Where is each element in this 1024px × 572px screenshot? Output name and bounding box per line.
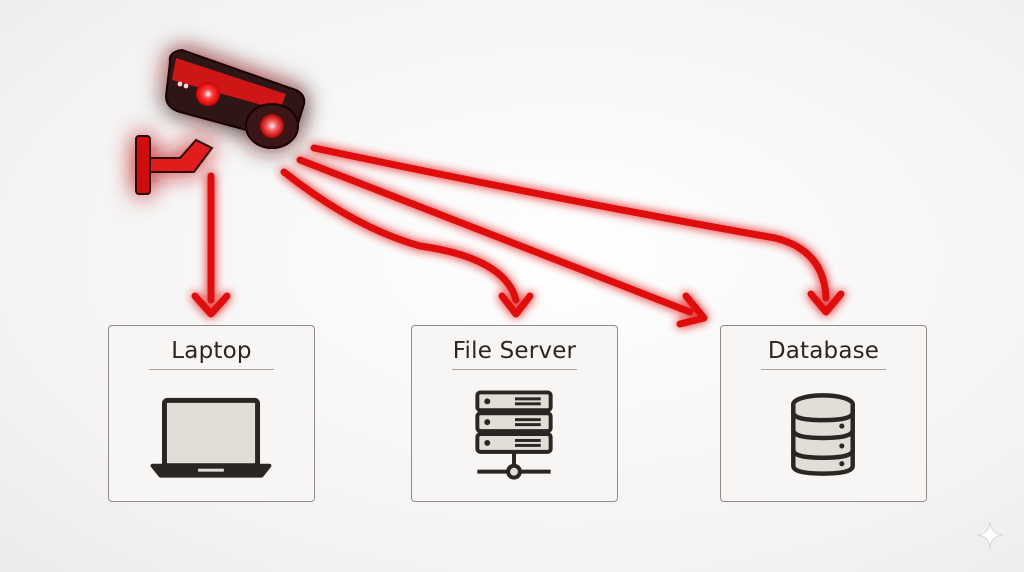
- arrow-to-file-server: [280, 168, 520, 304]
- arrowhead-database: [807, 290, 845, 316]
- laptop-icon: [150, 397, 272, 478]
- node-laptop[interactable]: Laptop: [108, 325, 315, 502]
- node-database[interactable]: Database: [720, 325, 927, 502]
- file-server-icon: [475, 390, 553, 480]
- node-title-laptop: Laptop: [171, 338, 252, 364]
- database-icon: [791, 393, 855, 476]
- arrowhead-file-server: [498, 292, 534, 318]
- divider: [761, 369, 886, 370]
- security-camera-icon: [135, 48, 306, 195]
- arrow-to-midpoint: [296, 156, 694, 316]
- arrowhead-midpoint: [676, 292, 708, 328]
- node-title-file-server: File Server: [452, 338, 577, 364]
- arrow-to-database: [310, 144, 830, 302]
- arrowhead-laptop: [191, 292, 231, 318]
- node-title-database: Database: [767, 338, 880, 364]
- node-file-server[interactable]: File Server: [411, 325, 618, 502]
- divider: [149, 369, 274, 370]
- sparkle-icon: [976, 521, 1004, 549]
- divider: [452, 369, 577, 370]
